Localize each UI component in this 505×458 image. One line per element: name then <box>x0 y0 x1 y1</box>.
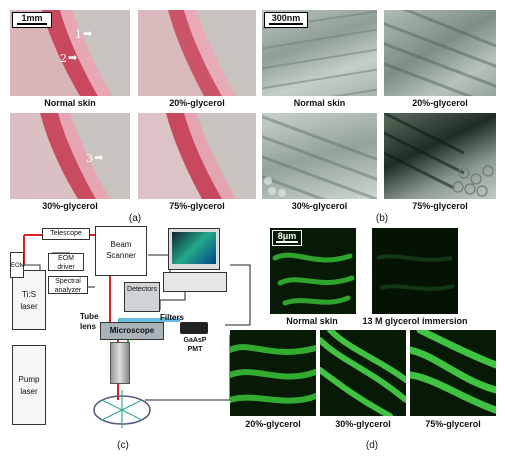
ti-s-laser-box: Ti:S laser <box>12 270 46 330</box>
shg-75-glycerol <box>410 330 496 416</box>
pmt-device <box>180 322 208 334</box>
tem-20-glycerol <box>384 10 496 96</box>
fibril-texture-svg <box>384 10 496 96</box>
marker-3: 3 <box>86 152 93 165</box>
mouse-sample-icon <box>93 390 151 428</box>
fibril-texture-svg <box>262 10 377 96</box>
marker-3-arrow: ➡ <box>94 152 104 164</box>
histology-normal-skin <box>10 10 130 96</box>
tissue-section-svg <box>138 10 236 96</box>
beam-scanner-label: Beam Scanner <box>106 240 136 260</box>
caption-b-3: 30%-glycerol <box>291 201 348 211</box>
shg-20-glycerol <box>230 330 316 416</box>
microscope-label: Microscope <box>109 326 155 335</box>
caption-d-1: Normal skin <box>286 316 338 326</box>
caption-b-2: 20%-glycerol <box>412 98 468 108</box>
caption-d-2: 13 M glycerol immersion <box>362 316 468 326</box>
histology-20-glycerol <box>138 10 256 96</box>
tem-30-glycerol <box>262 113 377 199</box>
spectral-analyzer-box: Spectral analyzer <box>48 276 88 294</box>
scalebar-d-text: 8μm <box>277 231 297 241</box>
caption-b-4: 75%-glycerol <box>412 201 468 211</box>
ti-s-laser-label: Ti:S laser <box>20 290 38 311</box>
beam-scanner-box: Beam Scanner <box>95 226 147 276</box>
eom-driver-box: EOM driver <box>48 253 84 271</box>
detectors-label: Detectors <box>127 286 157 293</box>
objective-lens <box>110 342 130 384</box>
shg-texture-svg <box>410 330 496 414</box>
marker-1-arrow: ➡ <box>83 28 93 40</box>
computer-monitor <box>168 228 220 270</box>
tem-75-glycerol <box>384 113 496 199</box>
marker-2-arrow: ➡ <box>68 52 78 64</box>
panel-label-b: (b) <box>375 213 389 224</box>
tissue-section-svg <box>10 113 110 199</box>
scalebar-b-text: 300nm <box>271 13 301 23</box>
shg-texture-svg <box>230 344 316 404</box>
eom-driver-label: EOM driver <box>57 255 75 271</box>
shg-13m-glycerol <box>372 228 458 314</box>
gaasp-pmt-label: GaAsP PMT <box>183 337 207 353</box>
telescope-label: Telescope <box>50 230 82 237</box>
panel-label-d: (d) <box>365 440 379 451</box>
detectors-box: Detectors <box>124 282 160 312</box>
panel-label-a: (a) <box>128 213 142 224</box>
caption-a-1: Normal skin <box>44 98 96 108</box>
scalebar-b-line <box>269 23 303 25</box>
marker-1: 1 <box>75 28 82 41</box>
scalebar-a-text: 1mm <box>21 13 43 23</box>
fibril-texture-svg <box>262 115 377 199</box>
caption-b-1: Normal skin <box>293 98 346 108</box>
caption-a-2: 20%-glycerol <box>169 98 225 108</box>
scalebar-b: 300nm <box>264 12 308 28</box>
scalebar-d: 8μm <box>272 230 302 246</box>
spectral-analyzer-label: Spectral analyzer <box>54 278 82 294</box>
shg-texture-svg <box>376 254 455 291</box>
tissue-section-svg <box>138 113 236 199</box>
computer-base <box>163 272 227 292</box>
histology-30-glycerol <box>10 113 130 199</box>
caption-a-3: 30%-glycerol <box>42 201 98 211</box>
panel-label-c: (c) <box>117 440 129 451</box>
shg-texture-svg <box>320 330 406 416</box>
pump-laser-box: Pump laser <box>12 345 46 425</box>
scalebar-d-line <box>276 241 298 243</box>
telescope-box: Telescope <box>42 228 90 240</box>
caption-d-4: 30%-glycerol <box>335 419 391 429</box>
histology-75-glycerol <box>138 113 256 199</box>
caption-d-5: 75%-glycerol <box>425 419 481 429</box>
pump-laser-label: Pump laser <box>18 375 40 396</box>
fibril-texture-svg <box>384 113 494 197</box>
caption-d-3: 20%-glycerol <box>245 419 301 429</box>
tube-lens-label: Tube lens <box>80 312 99 331</box>
caption-a-4: 75%-glycerol <box>169 201 225 211</box>
scalebar-a-line <box>17 23 47 25</box>
marker-2: 2 <box>60 52 67 65</box>
scalebar-a: 1mm <box>12 12 52 28</box>
eom-label: EOM <box>11 263 25 269</box>
shg-30-glycerol <box>320 330 406 416</box>
microscope-box: Microscope <box>100 322 164 340</box>
eom-box: EOM <box>10 252 25 278</box>
monitor-screen <box>172 232 216 264</box>
shg-texture-svg <box>272 252 355 306</box>
tissue-section-svg <box>10 10 112 96</box>
filters-label: Filters <box>160 313 185 322</box>
